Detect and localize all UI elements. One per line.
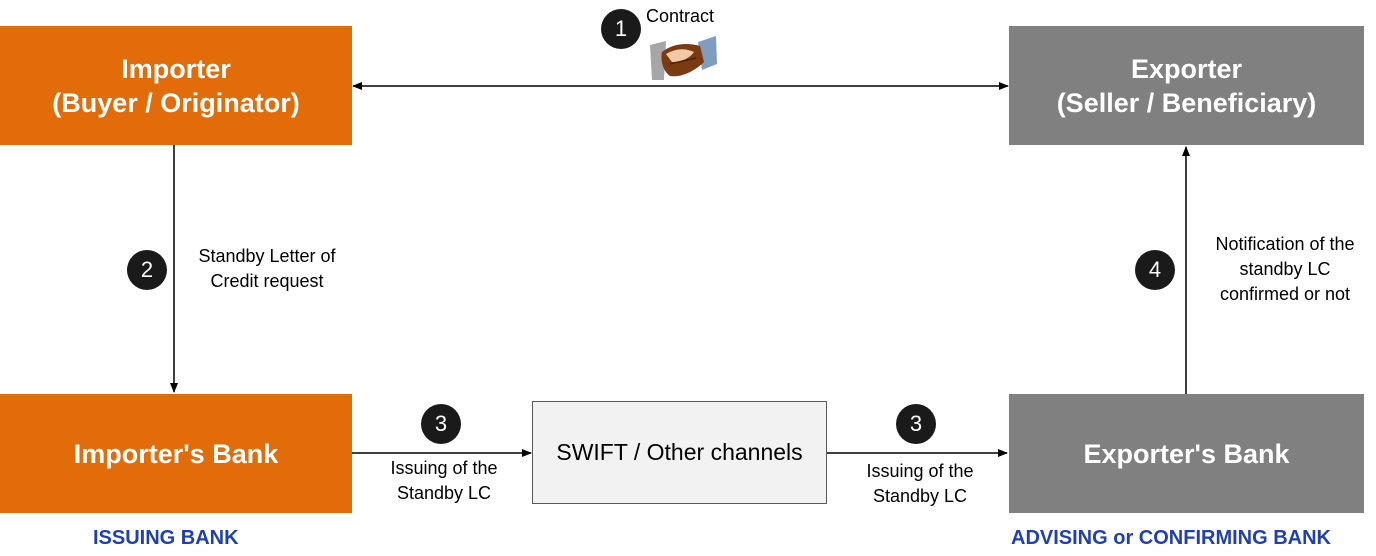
step-4-label: Notification of the standby LC confirmed…: [1198, 232, 1372, 307]
step-3-right-label: Issuing of the Standby LC: [850, 459, 990, 509]
importer-subtitle: (Buyer / Originator): [52, 87, 300, 118]
step-3-left-badge: 3: [421, 404, 461, 444]
exporter-title: Exporter: [1130, 53, 1243, 84]
handshake-icon: [650, 36, 717, 80]
step-4-line3: confirmed or not: [1219, 284, 1351, 304]
exporter-subtitle: (Seller / Beneficiary): [1056, 87, 1317, 118]
step-2-line2: Credit request: [210, 271, 324, 291]
importer-box: Importer (Buyer / Originator): [0, 26, 352, 145]
issuing-bank-role: ISSUING BANK: [93, 527, 239, 549]
step-1-label: Contract: [646, 6, 715, 26]
step-3-right-line1: Issuing of the: [866, 461, 974, 481]
importer-title: Importer: [121, 53, 231, 84]
channel-label: SWIFT / Other channels: [556, 439, 803, 465]
step-1-badge: 1: [601, 9, 641, 49]
step-4-line1: Notification of the: [1215, 234, 1355, 254]
importers-bank-box: Importer's Bank: [0, 394, 352, 513]
exporters-bank-title: Exporter's Bank: [1083, 438, 1290, 469]
step-3-left-line1: Issuing of the: [390, 458, 498, 478]
step-3-left-line2: Standby LC: [396, 483, 492, 503]
exporters-bank-box: Exporter's Bank: [1009, 394, 1364, 513]
step-3-left-label: Issuing of the Standby LC: [374, 456, 514, 506]
exporter-box: Exporter (Seller / Beneficiary): [1009, 26, 1364, 145]
step-4-line2: standby LC: [1239, 259, 1331, 279]
step-3-right-badge: 3: [896, 404, 936, 444]
step-2-badge: 2: [127, 250, 167, 290]
step-3-right-line2: Standby LC: [872, 486, 968, 506]
step-4-badge: 4: [1135, 250, 1175, 290]
step-2-line1: Standby Letter of: [198, 246, 336, 266]
channel-box: SWIFT / Other channels: [532, 401, 827, 504]
step-2-label: Standby Letter of Credit request: [182, 244, 352, 294]
advising-bank-role: ADVISING or CONFIRMING BANK: [1011, 527, 1331, 549]
importers-bank-title: Importer's Bank: [73, 438, 279, 469]
